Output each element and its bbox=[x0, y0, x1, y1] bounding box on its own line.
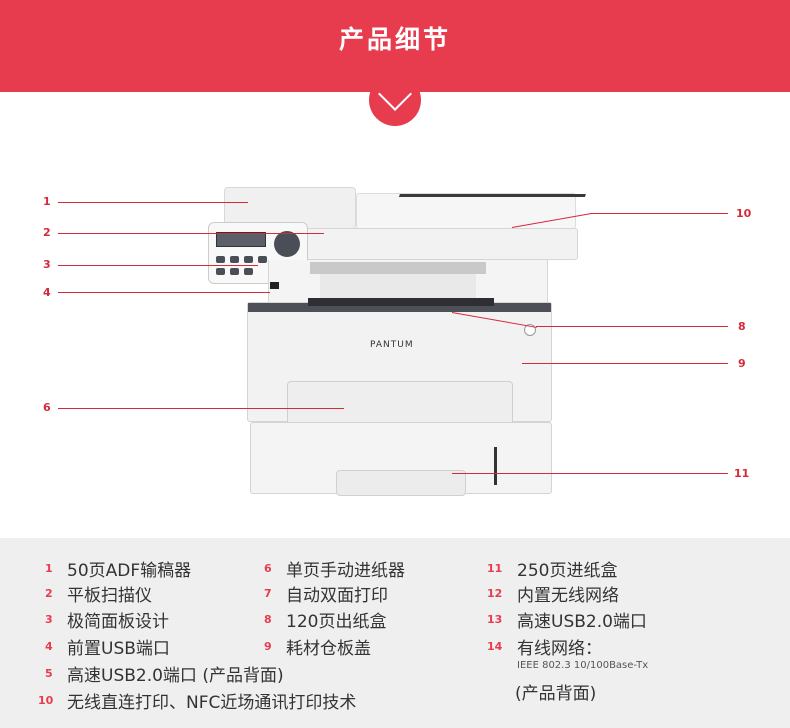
feature-item: 8 120页出纸盒 bbox=[264, 612, 387, 632]
network-spec: IEEE 802.3 10/100Base-Tx bbox=[517, 660, 649, 671]
feature-item: 9 耗材仓板盖 bbox=[264, 639, 371, 659]
feature-item: 11 250页进纸盒 bbox=[487, 561, 618, 581]
feature-item: 6 单页手动进纸器 bbox=[264, 561, 405, 581]
feature-item: 7 自动双面打印 bbox=[264, 586, 388, 606]
feature-item: 10 无线直连打印、NFC近场通讯打印技术 bbox=[38, 693, 357, 713]
feature-item: 4 前置USB端口 bbox=[45, 639, 170, 659]
callout-10: 10 bbox=[736, 207, 752, 220]
callout-2: 2 bbox=[43, 226, 51, 239]
feature-item: 1 50页ADF输稿器 bbox=[45, 561, 192, 581]
callout-4: 4 bbox=[43, 286, 51, 299]
feature-list-panel bbox=[0, 538, 790, 728]
brand-logo: PANTUM bbox=[370, 340, 414, 350]
callout-1: 1 bbox=[43, 195, 51, 208]
feature-item: 5 高速USB2.0端口 (产品背面) bbox=[45, 666, 284, 686]
feature-item: 2 平板扫描仪 bbox=[45, 586, 152, 606]
network-note: (产品背面) bbox=[515, 684, 597, 704]
page-title: 产品细节 bbox=[338, 25, 451, 54]
chevron-badge bbox=[369, 74, 421, 126]
callout-6: 6 bbox=[43, 401, 51, 414]
callout-3: 3 bbox=[43, 258, 51, 271]
callout-8: 8 bbox=[738, 320, 746, 333]
feature-item: 13 高速USB2.0端口 bbox=[487, 612, 647, 632]
callout-9: 9 bbox=[738, 357, 746, 370]
feature-item: 14 有线网络： bbox=[487, 639, 602, 659]
feature-item: 3 极简面板设计 bbox=[45, 612, 169, 632]
feature-item: 12 内置无线网络 bbox=[487, 586, 619, 606]
callout-11: 11 bbox=[734, 467, 750, 480]
